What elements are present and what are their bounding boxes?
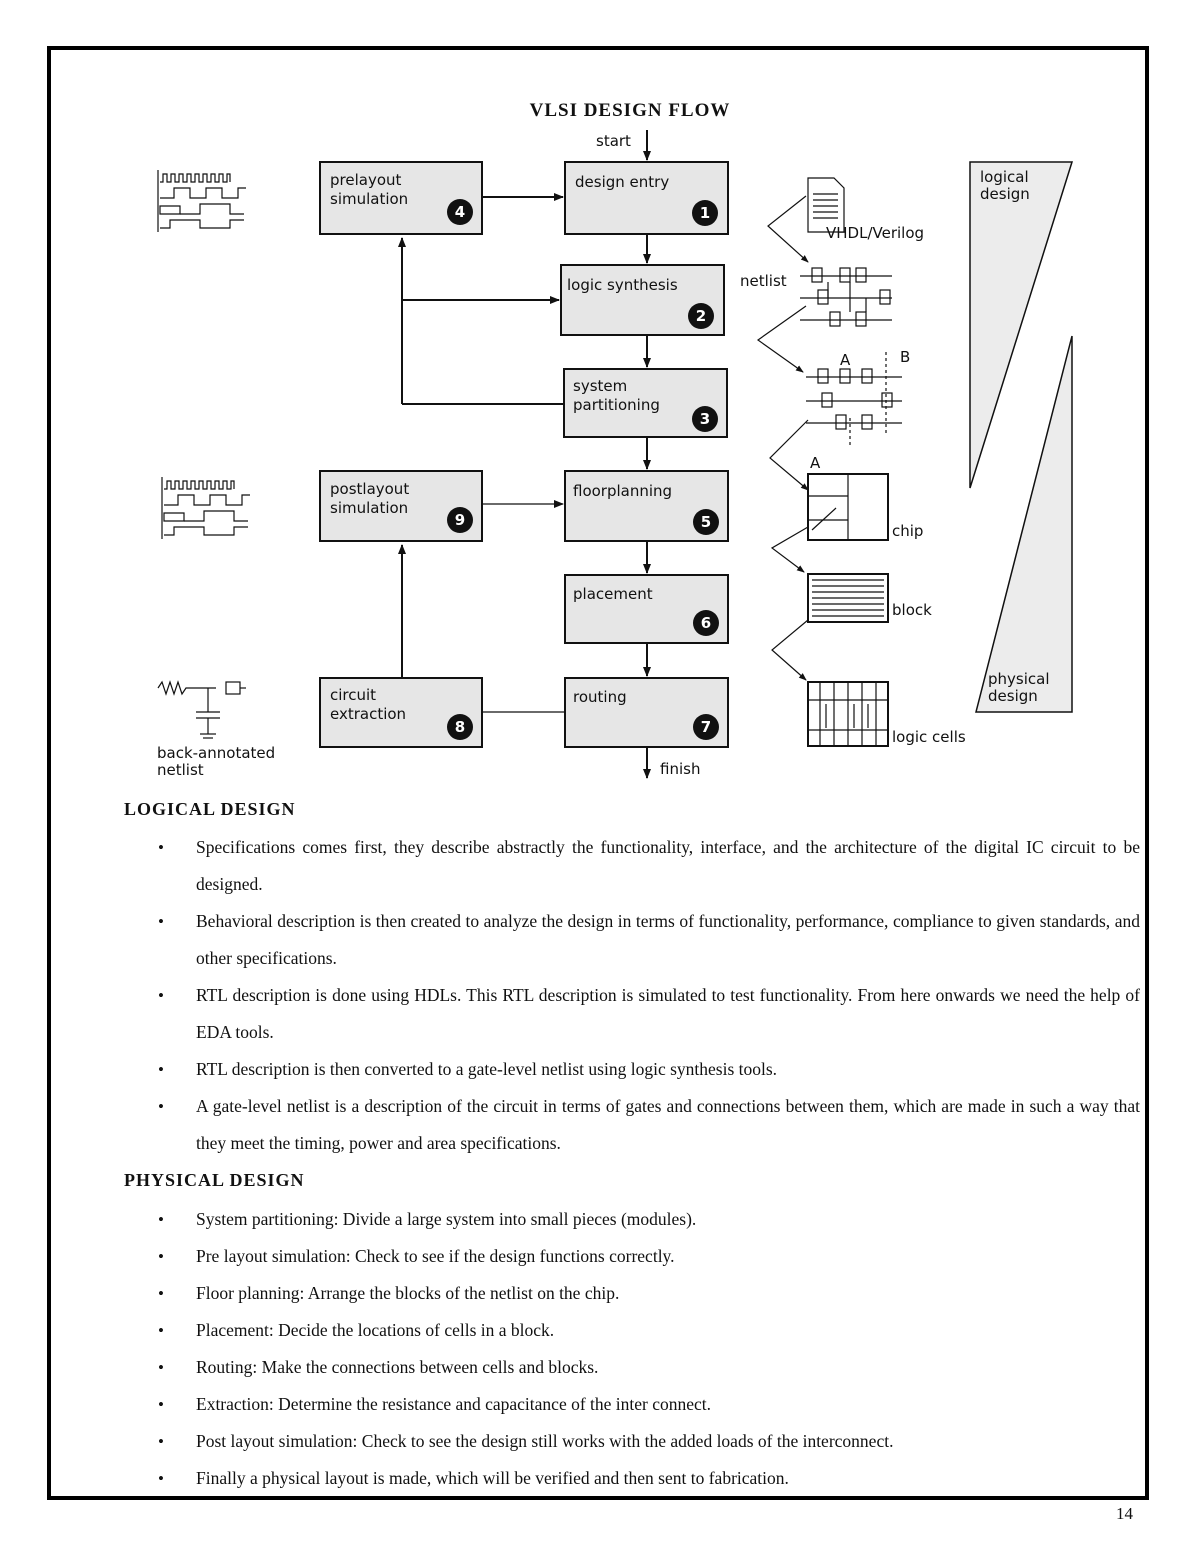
step-8-circuit-extraction: circuit extraction 8 bbox=[319, 677, 483, 748]
physical-design-heading: PHYSICAL DESIGN bbox=[124, 1170, 305, 1190]
logical-design-list: Specifications comes first, they describ… bbox=[124, 829, 1140, 1162]
physical-design-list: System partitioning: Divide a large syst… bbox=[124, 1201, 1140, 1497]
vlsi-design-flow-diagram: VLSI DESIGN FLOW start design entry 1 lo… bbox=[157, 100, 1074, 779]
logical-design-heading: LOGICAL DESIGN bbox=[124, 799, 296, 819]
step-label: simulation bbox=[330, 499, 408, 517]
step-label: extraction bbox=[330, 705, 406, 723]
physical-design-label: physical bbox=[988, 670, 1050, 688]
list-item: RTL description is done using HDLs. This… bbox=[124, 977, 1140, 1051]
step-number: 3 bbox=[700, 410, 710, 428]
page-number: 14 bbox=[1116, 1504, 1133, 1523]
step-label: design entry bbox=[575, 173, 669, 191]
hdl-label: VHDL/Verilog bbox=[826, 224, 924, 242]
chip-floorplan-icon bbox=[807, 473, 889, 541]
block-icon bbox=[807, 573, 889, 623]
step-label: circuit bbox=[330, 686, 376, 704]
step-number: 7 bbox=[701, 718, 711, 736]
rc-network-icon bbox=[157, 680, 246, 739]
list-item: Floor planning: Arrange the blocks of th… bbox=[124, 1275, 1140, 1312]
step-number: 9 bbox=[455, 511, 465, 529]
logical-design-wedge bbox=[969, 161, 1074, 489]
step-9-postlayout-simulation: postlayout simulation 9 bbox=[319, 470, 483, 542]
list-item: Finally a physical layout is made, which… bbox=[124, 1460, 1140, 1497]
page-border bbox=[47, 46, 1149, 1500]
step-label: placement bbox=[573, 585, 653, 603]
logical-design-label: design bbox=[980, 185, 1030, 203]
list-item: RTL description is then converted to a g… bbox=[124, 1051, 1140, 1088]
step-number: 2 bbox=[696, 307, 706, 325]
step-2-logic-synthesis: logic synthesis 2 bbox=[560, 264, 725, 336]
partitioned-netlist-icon bbox=[806, 352, 902, 446]
step-number: 1 bbox=[700, 204, 710, 222]
backannotated-label: netlist bbox=[157, 761, 204, 779]
logical-design-label: logical bbox=[980, 168, 1029, 186]
start-label: start bbox=[596, 132, 631, 150]
step-7-routing: routing 7 bbox=[564, 677, 729, 748]
chip-label: chip bbox=[892, 522, 923, 540]
step-3-system-partitioning: system partitioning 3 bbox=[563, 368, 728, 438]
step-6-placement: placement 6 bbox=[564, 574, 729, 644]
list-item: Routing: Make the connections between ce… bbox=[124, 1349, 1140, 1386]
waveform-icon bbox=[157, 170, 246, 232]
step-number: 6 bbox=[701, 614, 711, 632]
backannotated-label: back-annotated bbox=[157, 744, 275, 762]
step-label: logic synthesis bbox=[567, 276, 678, 294]
step-5-floorplanning: floorplanning 5 bbox=[564, 470, 729, 542]
list-item: Post layout simulation: Check to see the… bbox=[124, 1423, 1140, 1460]
step-1-design-entry: design entry 1 bbox=[564, 161, 729, 235]
list-item: Specifications comes first, they describ… bbox=[124, 829, 1140, 903]
finish-label: finish bbox=[660, 760, 700, 778]
waveform-icon bbox=[161, 477, 250, 539]
diagram-title: VLSI DESIGN FLOW bbox=[530, 100, 731, 121]
document-icon bbox=[807, 177, 845, 233]
list-item: Placement: Decide the locations of cells… bbox=[124, 1312, 1140, 1349]
netlist-schematic-icon bbox=[800, 267, 892, 327]
step-label: postlayout bbox=[330, 480, 409, 498]
logic-cells-icon bbox=[807, 681, 889, 747]
list-item: Extraction: Determine the resistance and… bbox=[124, 1386, 1140, 1423]
step-label: prelayout bbox=[330, 171, 402, 189]
partition-b-label: B bbox=[900, 348, 910, 366]
list-item: Behavioral description is then created t… bbox=[124, 903, 1140, 977]
step-number: 5 bbox=[701, 513, 711, 531]
physical-design-label: design bbox=[988, 687, 1038, 705]
step-number: 4 bbox=[455, 203, 465, 221]
step-number: 8 bbox=[455, 718, 465, 736]
list-item: System partitioning: Divide a large syst… bbox=[124, 1201, 1140, 1238]
step-label: partitioning bbox=[573, 396, 660, 414]
list-item: A gate-level netlist is a description of… bbox=[124, 1088, 1140, 1162]
step-label: floorplanning bbox=[573, 482, 672, 500]
step-4-prelayout-simulation: prelayout simulation 4 bbox=[319, 161, 483, 235]
netlist-label: netlist bbox=[740, 272, 787, 290]
partition-a-label: A bbox=[840, 351, 851, 369]
physical-design-wedge bbox=[975, 335, 1073, 713]
list-item: Pre layout simulation: Check to see if t… bbox=[124, 1238, 1140, 1275]
step-label: routing bbox=[573, 688, 627, 706]
logic-cells-label: logic cells bbox=[892, 728, 966, 746]
step-label: simulation bbox=[330, 190, 408, 208]
step-label: system bbox=[573, 377, 627, 395]
block-label: block bbox=[892, 601, 932, 619]
floorplan-a-label: A bbox=[810, 454, 821, 472]
